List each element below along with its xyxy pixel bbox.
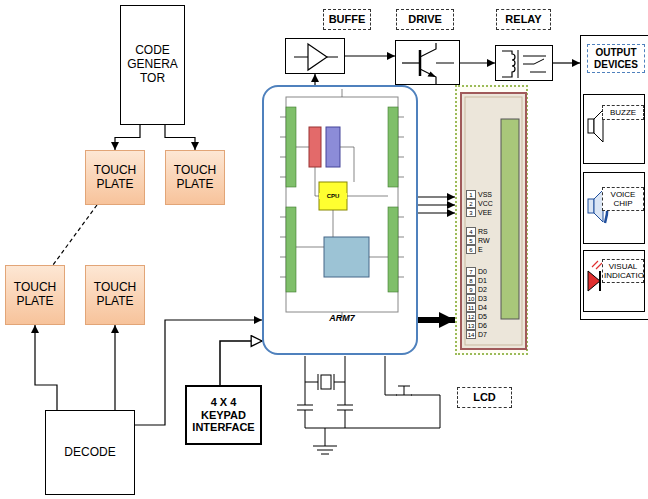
- node-label: TOUCH PLATE: [86, 164, 144, 192]
- buzzer: BUZZE: [583, 94, 645, 164]
- touch-plate: TOUCH PLATE: [85, 150, 145, 205]
- pin-number: 9: [466, 285, 476, 294]
- connector-arrow: [53, 205, 97, 265]
- block-label: CPU: [319, 193, 347, 199]
- pin-number: 14: [466, 330, 476, 339]
- node-label: TOUCH PLATE: [6, 281, 64, 309]
- buffer-icon: [286, 39, 346, 75]
- pin-name: D1: [478, 277, 487, 284]
- connector-arrow: [460, 62, 495, 63]
- pin-name: D2: [478, 286, 487, 293]
- pin-name: E: [478, 246, 483, 253]
- connector-arrow: [114, 325, 115, 410]
- connector-arrow: [314, 74, 315, 85]
- pin-number: 13: [466, 321, 476, 330]
- voice-chip: VOICE CHIP: [583, 172, 645, 244]
- node-heading: BUFFE: [323, 9, 371, 30]
- node-label: TOUCH PLATE: [86, 281, 144, 309]
- connector-arrow: [220, 341, 262, 385]
- node-heading: LCD: [457, 387, 512, 408]
- buffer-symbol: BUFFE: [285, 38, 345, 74]
- pin-number: 10: [466, 294, 476, 303]
- node-heading: ARM7: [264, 313, 420, 323]
- node-heading: DRIVE: [396, 9, 454, 30]
- pin-name: VCC: [478, 200, 493, 207]
- connector-arrow: [418, 317, 455, 323]
- pin-number: 1: [466, 190, 476, 199]
- pin-name: VEE: [478, 209, 492, 216]
- connector-arrow: [345, 55, 395, 56]
- pin-number: 5: [466, 236, 476, 245]
- process-box: CODE GENERA TOR: [120, 5, 185, 125]
- connector-arrow: [553, 62, 580, 63]
- node-heading: VISUAL INDICATIO: [602, 259, 644, 283]
- connector-arrow: [418, 196, 455, 197]
- node-heading: OUTPUT DEVICES: [587, 44, 645, 73]
- node-label: TOUCH PLATE: [166, 164, 224, 192]
- pin-number: 3: [466, 208, 476, 217]
- pin-number: 2: [466, 199, 476, 208]
- pin-number: 4: [466, 227, 476, 236]
- driver-transistor: DRIVE: [395, 40, 460, 85]
- touch-plate: TOUCH PLATE: [165, 150, 225, 205]
- touch-plate: TOUCH PLATE: [5, 265, 65, 325]
- pin-number: 6: [466, 245, 476, 254]
- pin-name: D5: [478, 313, 487, 320]
- touch-plate: TOUCH PLATE: [85, 265, 145, 325]
- node-label: DECODE: [64, 446, 115, 460]
- node-heading: VOICE CHIP: [602, 187, 644, 211]
- drive-icon: [396, 41, 461, 86]
- node-heading: BUZZE: [602, 105, 644, 120]
- pin-name: D4: [478, 304, 487, 311]
- connector-arrow: [115, 125, 140, 150]
- pin-name: RW: [478, 237, 490, 244]
- visual-indicator: VISUAL INDICATIO: [583, 250, 645, 312]
- connector-arrow: [418, 212, 455, 213]
- pin-number: 7: [466, 267, 476, 276]
- node-label: CODE GENERA TOR: [121, 44, 184, 85]
- process-box: DECODE: [45, 410, 135, 495]
- pin-name: D0: [478, 268, 487, 275]
- relay-icon: [496, 46, 554, 82]
- pin-name: D7: [478, 331, 487, 338]
- relay-symbol: RELAY: [495, 45, 553, 81]
- node-heading: RELAY: [496, 9, 551, 30]
- connector-arrow: [418, 204, 455, 205]
- pin-number: 8: [466, 276, 476, 285]
- pin-name: D6: [478, 322, 487, 329]
- pin-name: D3: [478, 295, 487, 302]
- node-label: 4 X 4 KEYPAD INTERFACE: [187, 396, 260, 434]
- pin-number: 12: [466, 312, 476, 321]
- connector-arrow: [35, 325, 57, 410]
- connector-arrow: [165, 125, 195, 150]
- pin-name: RS: [478, 228, 488, 235]
- pin-number: 11: [466, 303, 476, 312]
- microcontroller: ARM7 CPU: [262, 85, 418, 355]
- output-panel: OUTPUT DEVICES BUZZE VOICE CHIP VISUAL INDI…: [580, 35, 648, 320]
- keypad-box: 4 X 4 KEYPAD INTERFACE: [185, 385, 262, 445]
- pin-name: VSS: [478, 191, 492, 198]
- lcd-display: LCD1234567891011121314VSSVCCVEERSRWED0D1…: [455, 85, 528, 355]
